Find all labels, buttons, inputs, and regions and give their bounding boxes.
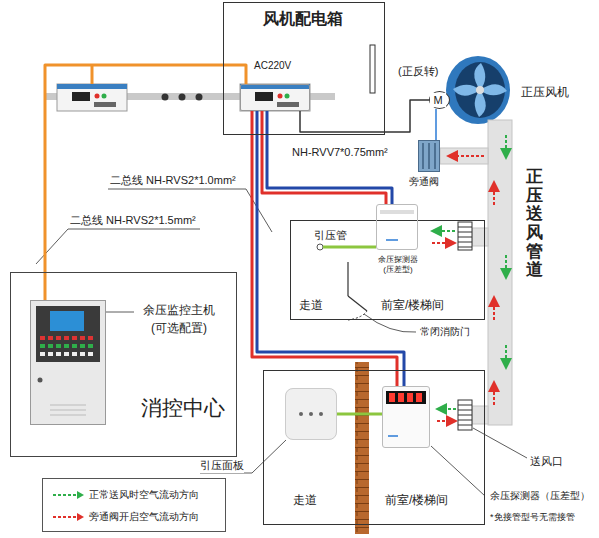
door-label: 常闭消防门	[420, 326, 470, 339]
cable-spec: NH-RVV7*0.75mm²	[292, 146, 388, 160]
panel-label: 引压面板	[200, 459, 244, 473]
note-text: *免接管型号无需接管	[490, 512, 575, 523]
wire-line	[45, 65, 246, 300]
room-label: 前室/楼梯间	[385, 493, 448, 508]
motor-symbol: M	[430, 93, 446, 107]
room-label: 走道	[299, 298, 323, 313]
legend-text: 旁通阀开启空气流动方向	[89, 509, 225, 525]
wire-line	[300, 100, 429, 132]
brick-wall	[355, 362, 369, 534]
cabinet-box: 风机配电箱 AC220V	[223, 2, 385, 135]
bus-spec: 二总线 NH-RVS2*1.0mm²	[110, 174, 236, 188]
leader-line	[36, 189, 527, 496]
legend-text: 正常送风时空气流动方向	[89, 487, 225, 503]
wire-line	[267, 111, 392, 204]
air-duct	[440, 120, 512, 425]
wire-line	[252, 111, 397, 386]
control-center-box: 消控中心 余压监控主机 (可选配置)	[10, 272, 237, 457]
legend-sample	[51, 489, 85, 501]
control-module	[240, 84, 310, 111]
room-label: 走道	[293, 493, 317, 508]
door-handle	[370, 45, 375, 93]
detector-box: 余压探测器（压差型）	[382, 386, 430, 448]
wire-line	[337, 413, 382, 416]
detector-device	[382, 386, 430, 448]
connector	[300, 100, 429, 132]
detector-label: 余压探测器（压差型）	[490, 490, 590, 503]
host-label: 余压监控主机 (可选配置)	[138, 301, 220, 337]
panel-box: 引压面板	[285, 388, 337, 440]
legend-sample	[51, 511, 85, 523]
box-title: 风机配电箱	[224, 9, 382, 29]
connector	[252, 111, 397, 386]
connector	[257, 111, 404, 386]
valve-label: 旁通阀	[409, 176, 439, 189]
wire-line	[257, 111, 404, 386]
module-label: AC220V	[254, 60, 291, 73]
bypass-valve	[418, 140, 440, 172]
motor-label: (正反转)	[398, 65, 438, 79]
legend-box: 正常送风时空气流动方向旁通阀开启空气流动方向	[42, 478, 226, 532]
module-box: AC220V	[240, 84, 310, 111]
pressure-tube	[323, 246, 376, 249]
legend-arrowhead	[77, 513, 84, 521]
control-module	[57, 84, 127, 111]
legend-arrowhead	[77, 491, 84, 499]
host-box: 余压监控主机 (可选配置)	[30, 300, 106, 425]
bus-spec: 二总线 NH-RVS2*1.5mm²	[70, 214, 196, 228]
bus-drop	[91, 65, 94, 84]
fan-symbol	[445, 56, 510, 124]
room-box: 走道 前室/楼梯间 引压面板余压探测器（压差型）	[263, 370, 485, 525]
detector-device	[376, 204, 418, 250]
fan-label: 正压风机	[521, 85, 569, 100]
legend-line	[53, 516, 77, 518]
detector-label: 余压探测器 (压差型)	[374, 255, 422, 275]
pressure-panel	[285, 388, 337, 440]
vent-label: 送风口	[530, 455, 563, 469]
connector	[436, 109, 437, 140]
duct-label: 正压送风管道	[526, 168, 543, 280]
legend-line	[53, 494, 77, 496]
wire-line	[435, 109, 437, 140]
connector	[267, 111, 392, 204]
valve-box: 旁通阀	[418, 140, 440, 172]
airflow-arrows	[432, 135, 506, 421]
connector	[45, 65, 246, 300]
fan-box: 正压风机	[446, 56, 512, 124]
tube-label: 引压管	[314, 229, 347, 243]
center-title: 消控中心	[141, 395, 225, 421]
motor-circle: (正反转)M	[429, 91, 450, 109]
room-label: 前室/楼梯间	[381, 298, 444, 313]
detector-box: 余压探测器 (压差型)	[376, 204, 418, 250]
connector	[337, 414, 382, 415]
pressure-port	[317, 244, 323, 250]
ellipsis-dots	[162, 94, 203, 101]
monitor-host	[30, 300, 106, 425]
